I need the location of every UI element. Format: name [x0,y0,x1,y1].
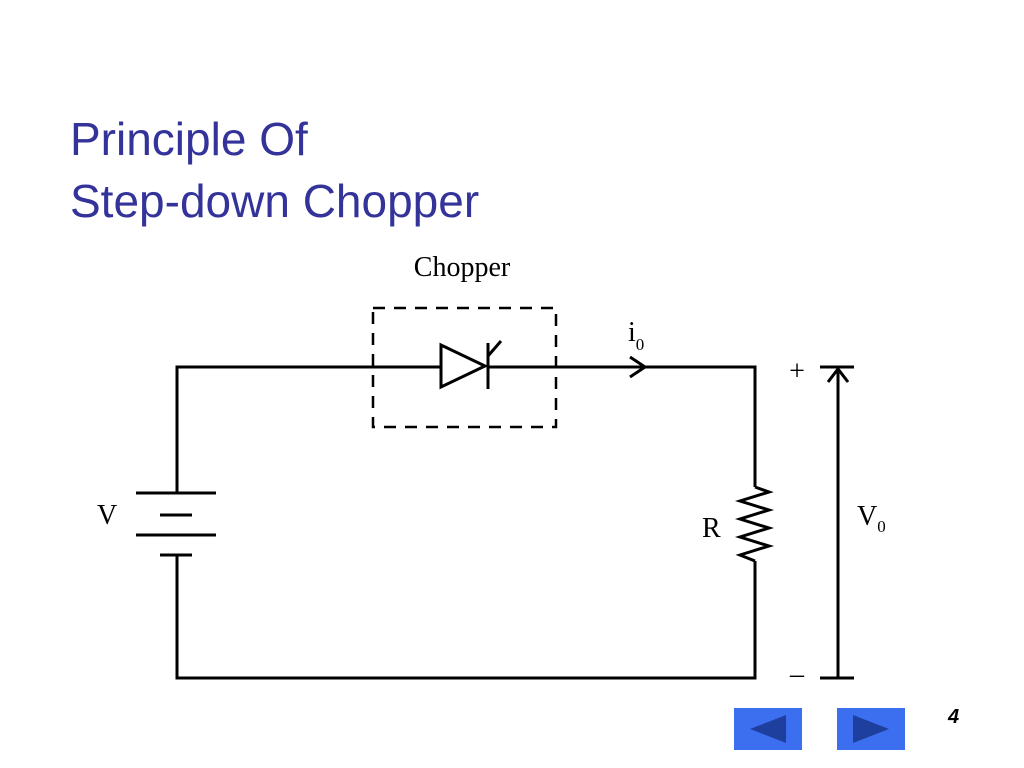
output-voltage-subscript: 0 [877,517,886,536]
current-label-subscript: 0 [636,335,645,354]
source-voltage-label: V [97,500,117,531]
minus-sign: – [789,659,805,690]
slide-title-line-1: Principle Of [70,113,308,165]
wire-top-left [175,365,441,493]
output-voltage-label: V0 [857,501,886,536]
previous-slide-button[interactable] [734,708,802,750]
thyristor-symbol [439,340,503,390]
resistor-label: R [702,513,721,544]
slide-title-line-2: Step-down Chopper [70,175,480,227]
chopper-label: Chopper [414,252,511,283]
triangle-left-icon [750,715,786,743]
triangle-right-icon [853,715,889,743]
current-label-main: i [628,317,636,348]
page-number: 4 [948,706,960,728]
output-voltage-arrow [820,365,854,680]
current-label: i0 [628,317,644,354]
plus-sign: + [789,356,805,387]
battery-symbol [136,491,216,557]
resistor-symbol [734,485,775,563]
wire-top-right [640,365,757,487]
output-voltage-main: V [857,501,877,532]
wire-bottom [175,555,757,680]
next-slide-button[interactable] [837,708,905,750]
slide-title: Principle Of Step-down Chopper [70,108,479,232]
chopper-box [371,306,558,429]
current-arrow [629,355,648,379]
